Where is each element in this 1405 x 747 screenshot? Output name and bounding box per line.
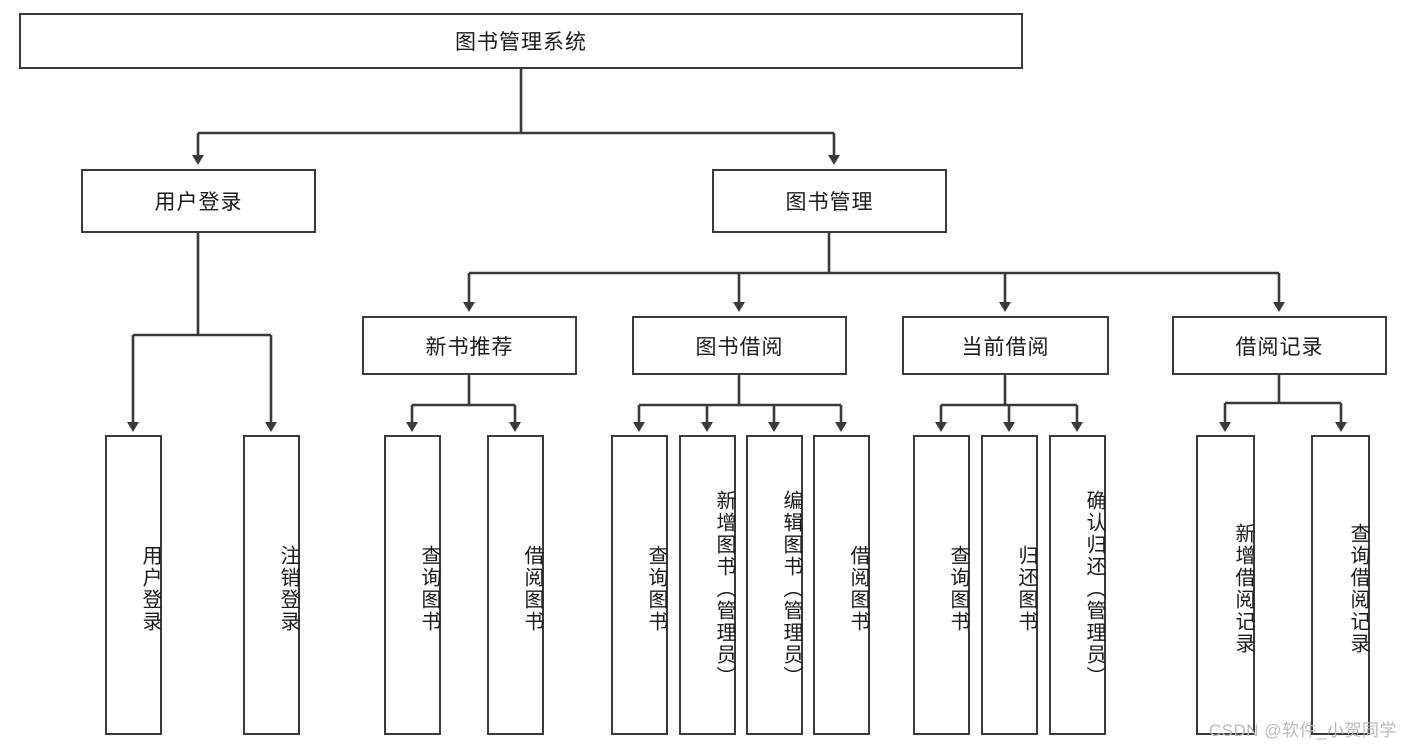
leaf-new-book-borrow[interactable]: 借阅图书 — [487, 435, 544, 735]
node-new-book-recommend[interactable]: 新书推荐 — [362, 316, 577, 375]
node-current-borrow-label: 当前借阅 — [961, 335, 1050, 359]
leaf-new-book-query[interactable]: 查询图书 — [384, 435, 441, 735]
leaf-borrow-record-add[interactable]: 新增借阅记录 — [1196, 435, 1255, 735]
leaf-borrow-record-query[interactable]: 查询借阅记录 — [1311, 435, 1370, 735]
leaf-user-login-login[interactable]: 用户登录 — [105, 435, 162, 735]
leaf-book-borrow-edit[interactable]: 编辑图书（管理员） — [746, 435, 803, 735]
leaf-user-login-logout[interactable]: 注销登录 — [243, 435, 300, 735]
leaf-label: 借阅图书 — [521, 545, 543, 633]
node-root-label: 图书管理系统 — [455, 31, 587, 54]
watermark: CSDN @软件_小贺同学 — [1208, 721, 1397, 740]
node-current-borrow[interactable]: 当前借阅 — [902, 316, 1109, 375]
leaf-label: 注销登录 — [277, 545, 299, 633]
node-user-login[interactable]: 用户登录 — [81, 169, 316, 233]
leaf-label: 借阅图书 — [847, 545, 869, 633]
leaf-label: 查询图书 — [947, 545, 969, 633]
leaf-book-borrow-add[interactable]: 新增图书（管理员） — [679, 435, 736, 735]
node-new-book-recommend-label: 新书推荐 — [425, 335, 514, 359]
leaf-label: 确认归还（管理员） — [1083, 490, 1105, 688]
leaf-label: 查询图书 — [418, 545, 440, 633]
node-user-login-label: 用户登录 — [154, 191, 243, 214]
node-book-borrow-label: 图书借阅 — [695, 335, 784, 359]
leaf-label: 用户登录 — [139, 545, 161, 633]
leaf-current-borrow-confirm[interactable]: 确认归还（管理员） — [1049, 435, 1106, 735]
node-borrow-record-label: 借阅记录 — [1235, 335, 1324, 359]
leaf-label: 归还图书 — [1015, 545, 1037, 633]
leaf-book-borrow-borrow[interactable]: 借阅图书 — [813, 435, 870, 735]
leaf-label: 查询图书 — [645, 545, 667, 633]
leaf-label: 编辑图书（管理员） — [780, 490, 802, 688]
leaf-label: 新增图书（管理员） — [713, 490, 735, 688]
node-borrow-record[interactable]: 借阅记录 — [1172, 316, 1387, 375]
node-book-manage-label: 图书管理 — [785, 191, 874, 214]
leaf-current-borrow-return[interactable]: 归还图书 — [981, 435, 1038, 735]
leaf-label: 查询借阅记录 — [1347, 523, 1369, 655]
node-book-manage[interactable]: 图书管理 — [712, 169, 947, 233]
leaf-book-borrow-query[interactable]: 查询图书 — [611, 435, 668, 735]
node-root[interactable]: 图书管理系统 — [19, 13, 1023, 69]
node-book-borrow[interactable]: 图书借阅 — [632, 316, 847, 375]
leaf-label: 新增借阅记录 — [1232, 523, 1254, 655]
leaf-current-borrow-query[interactable]: 查询图书 — [913, 435, 970, 735]
